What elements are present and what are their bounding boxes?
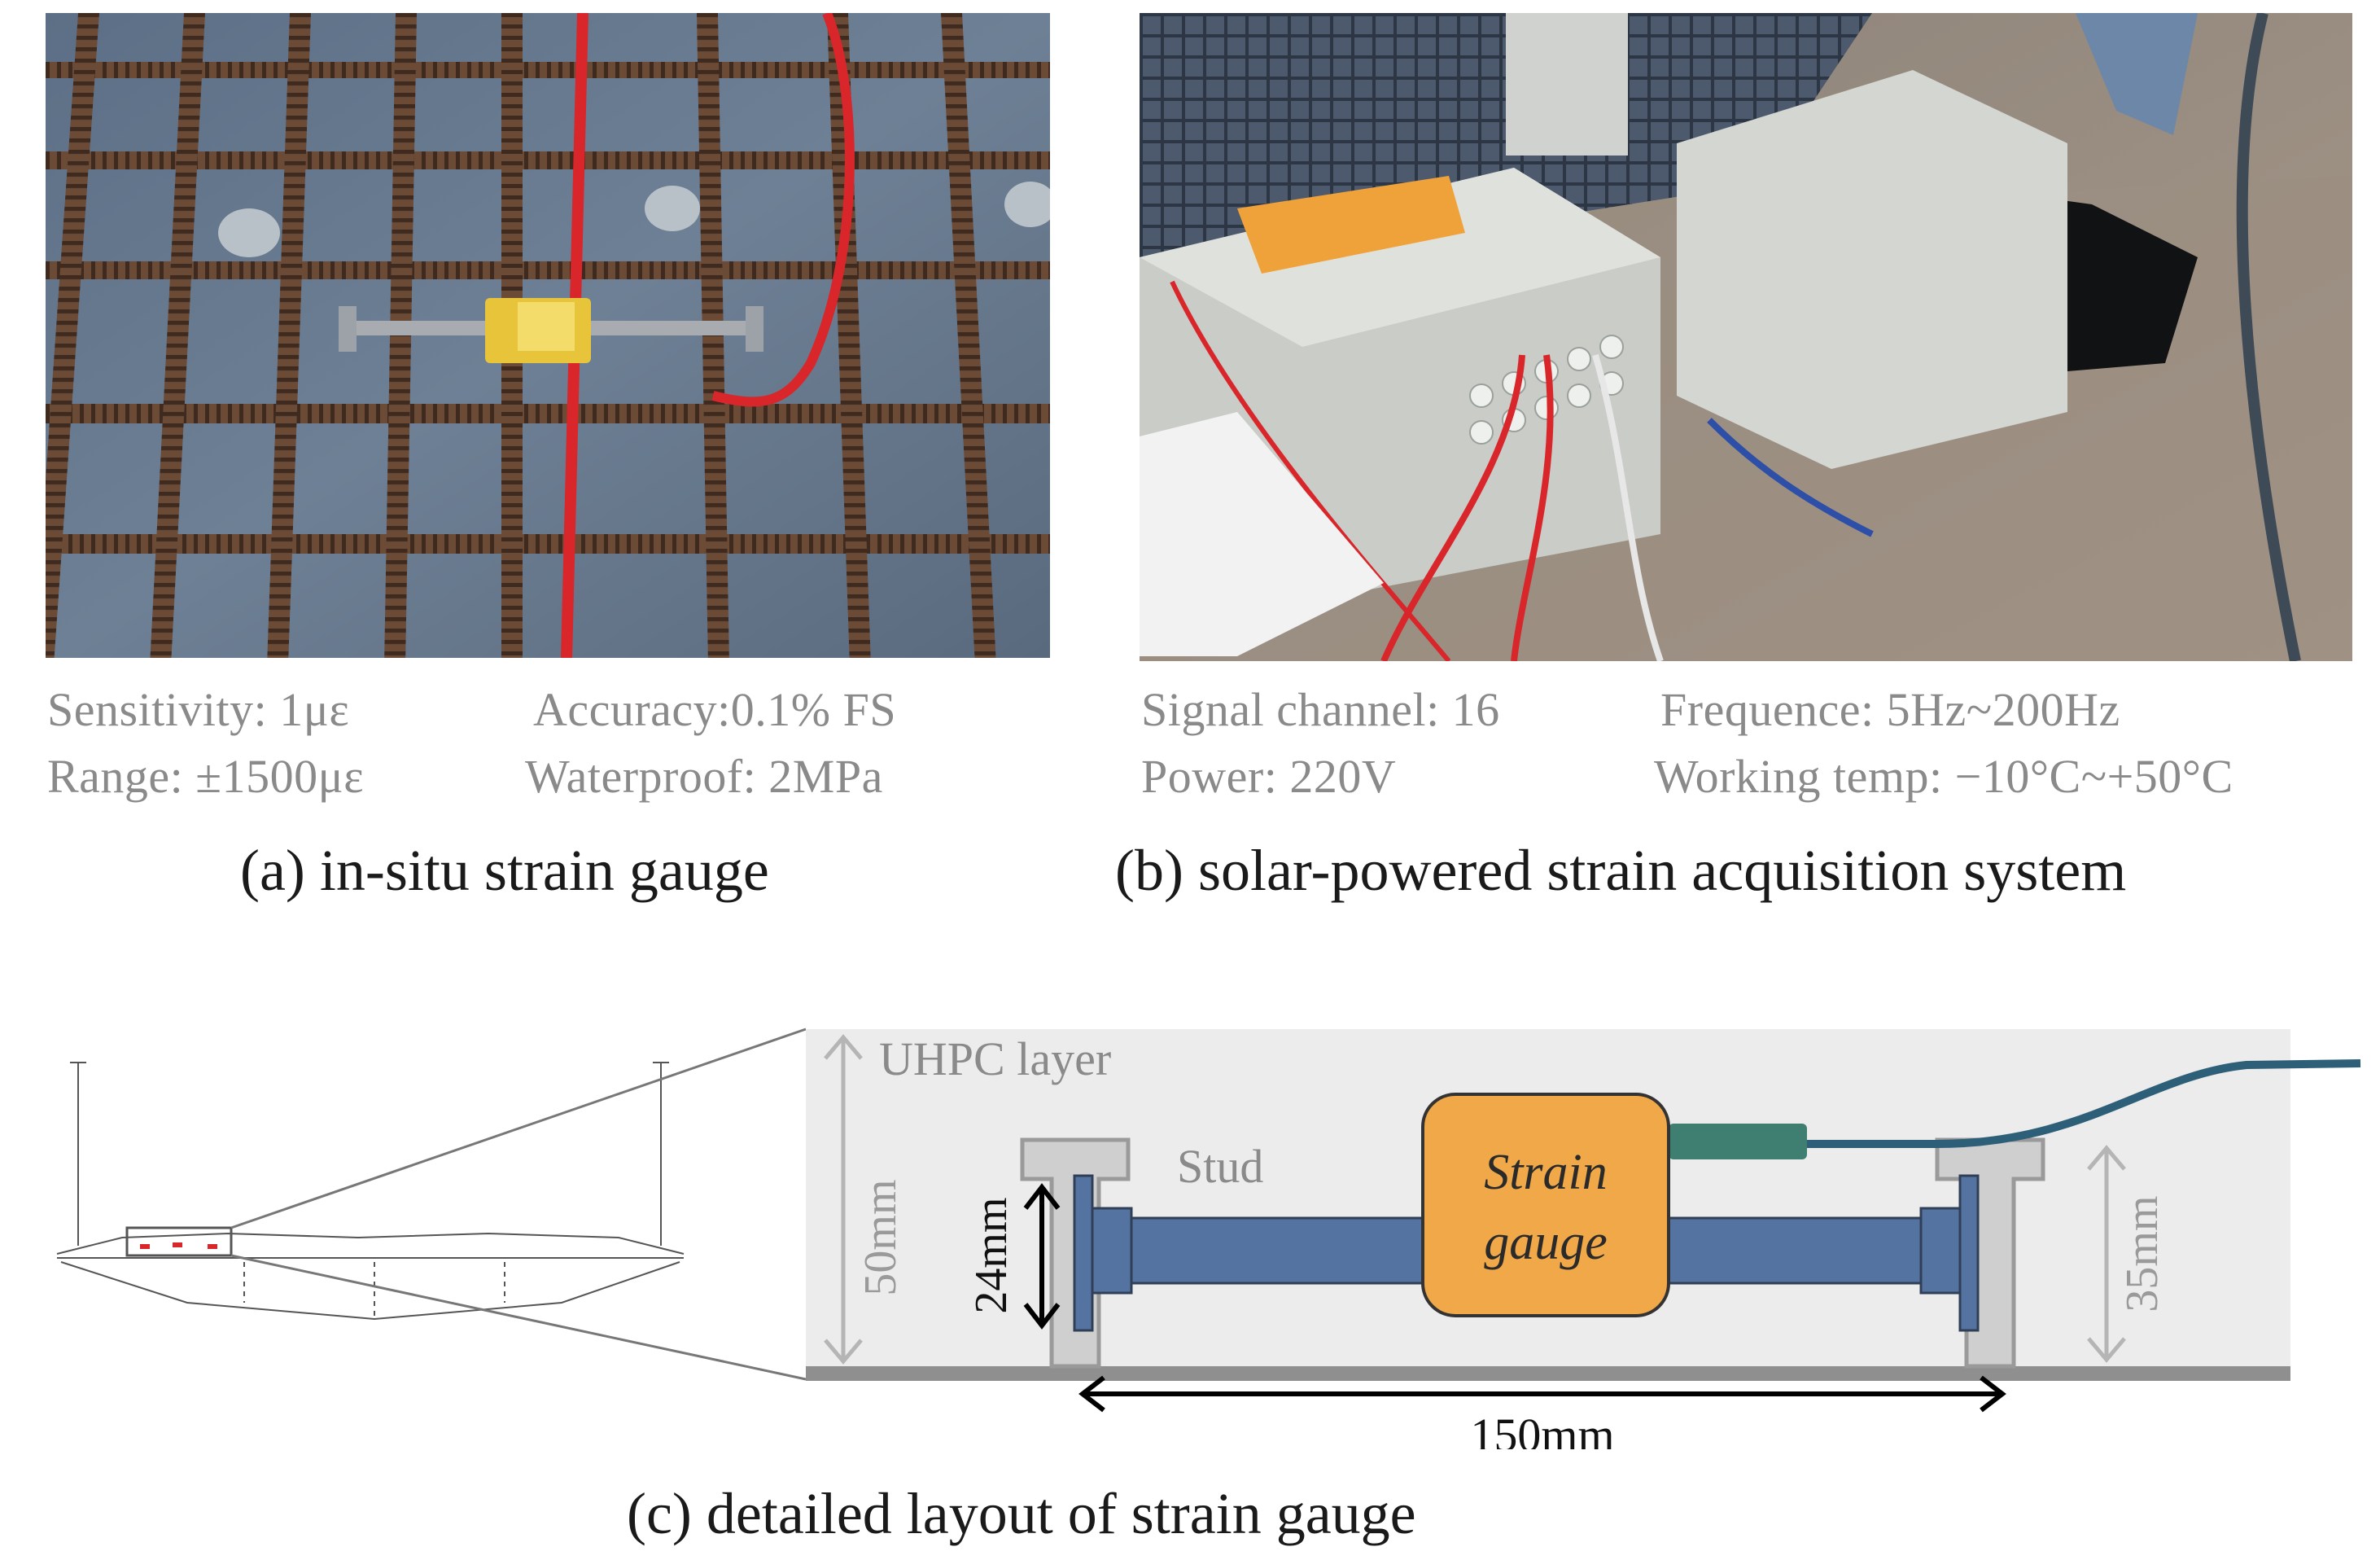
strain-gauge-photo [46,13,1050,658]
dim-layer-label: 50mm [855,1179,906,1295]
spec-working-temp: Working temp: −10°C~+50°C [1654,750,2233,803]
zoom-line-bottom [230,1254,807,1381]
caption-a: (a) in-situ strain gauge [240,838,769,903]
caption-c: (c) detailed layout of strain gauge [627,1481,1416,1546]
gauge-markers [140,1242,217,1249]
caption-b: (b) solar-powered strain acquisition sys… [1115,838,2127,903]
zoom-line-top [230,1028,807,1229]
gauge-label-line1: Strain [1484,1145,1608,1200]
spec-power: Power: 220V [1141,750,1397,803]
acquisition-box-image [1140,13,2352,661]
layout-diagram: Strain gauge UHPC layer 50mm Stud 24mm 3… [56,1028,2361,1449]
steel-deck [806,1366,2290,1381]
uhpc-layer-label: UHPC layer [879,1032,1111,1085]
dim-stud-height-arrow [2087,1145,2126,1363]
stud-label: Stud [1177,1140,1263,1193]
anchor-plate-left [1073,1174,1094,1332]
dim-layer-arrow [824,1034,863,1365]
dim-stud-height-label: 35mm [2117,1195,2168,1312]
spec-range: Range: ±1500με [47,750,365,803]
dim-stud-plate-label: 24mm [966,1197,1017,1313]
gauge-rod-left [1125,1216,1437,1285]
gauge-cable [1807,1059,2361,1148]
dim-stud-plate-arrow [1023,1183,1061,1330]
dim-length-label: 150mm [1470,1409,1614,1449]
strain-gauge-body [1421,1093,1670,1317]
spec-sensitivity: Sensitivity: 1με [47,683,350,736]
zoom-box [125,1226,233,1257]
gauge-label-line2: gauge [1484,1215,1608,1270]
rod-end-left [1087,1207,1133,1295]
anchor-plate-right [1958,1174,1980,1332]
rebar-mesh-image [46,13,1050,658]
spec-waterproof: Waterproof: 2MPa [525,750,883,803]
cable-connector [1669,1124,1807,1159]
dim-length-arrow [1078,1375,2006,1413]
bridge-cross-section [56,1062,685,1321]
spec-signal-channel: Signal channel: 16 [1141,683,1500,736]
acquisition-system-photo [1140,13,2352,661]
spec-accuracy: Accuracy:0.1% FS [533,683,897,736]
gauge-rod-right [1664,1216,1927,1285]
rod-end-right [1919,1207,1965,1295]
stud-right [1935,1137,2045,1369]
spec-frequence: Frequence: 5Hz~200Hz [1660,683,2120,736]
